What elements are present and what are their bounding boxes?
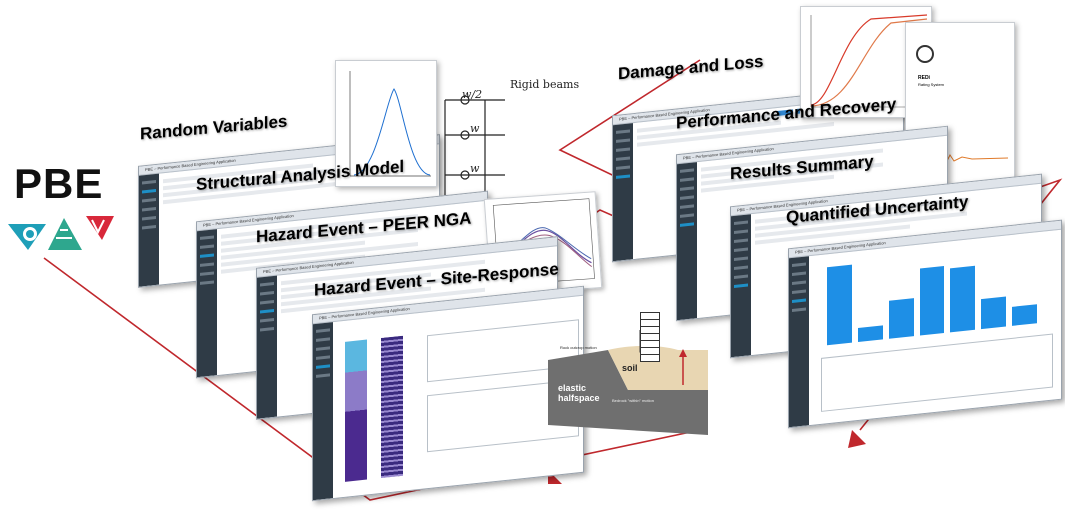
redi-title: REDi (918, 75, 930, 81)
site-response-window: PBE – Performance Based Engineering Appl… (312, 285, 584, 502)
rigid-beams-label: Rigid beams (510, 78, 580, 91)
uncertainty-table (821, 333, 1053, 412)
uncertainty-bar (888, 297, 914, 339)
uncertainty-bar (857, 325, 883, 343)
uncertainty-bar (950, 265, 976, 333)
building-icon (640, 312, 660, 362)
soil-column-right (381, 335, 403, 479)
rock-outcrop-label: Rock outcrop motion (560, 345, 597, 350)
uncertainty-bar (981, 296, 1007, 330)
pdf-plot-figure (335, 60, 437, 187)
load-label-top: w/2 (462, 88, 483, 101)
soil-label: soil (622, 363, 638, 373)
quantified-uncertainty-window: PBE – Performance Based Engineering Appl… (788, 219, 1062, 429)
uncertainty-bar (1012, 304, 1037, 326)
bedrock-label: Bedrock "within" motion (612, 398, 654, 403)
load-label-bottom: w (470, 162, 480, 175)
uncertainty-bar (827, 264, 852, 346)
rigid-beam-frame (425, 80, 545, 220)
elastic-halfspace-label: elastic halfspace (558, 383, 600, 403)
site-response-schematic (548, 327, 708, 435)
load-label-mid: w (470, 122, 480, 135)
pbe-logo-icon (8, 216, 114, 250)
uncertainty-bar-chart (821, 242, 1043, 346)
redi-subtitle: Rating System (918, 82, 945, 87)
redi-seal-icon (916, 45, 934, 63)
soil-column-left (345, 339, 367, 482)
pbe-logo-text: PBE (14, 160, 104, 207)
uncertainty-bar (919, 265, 945, 336)
flow-end-arrowhead (848, 430, 866, 448)
